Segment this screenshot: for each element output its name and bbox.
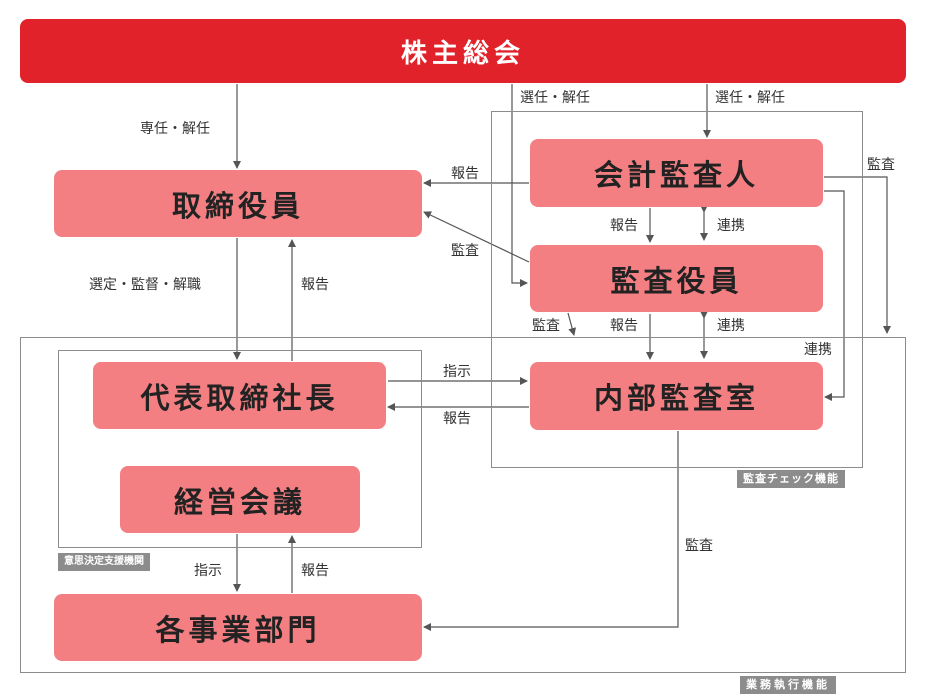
label-report-internal-president: 報告 (442, 411, 472, 427)
directors-box: 取締役員 (54, 170, 422, 237)
label-cooperate-accounting-internal: 連携 (803, 342, 833, 358)
arrow-auditors-to-directors (423, 211, 530, 263)
business-execution-frame-label: 業務執行機能 (740, 676, 836, 694)
management-meeting-box: 経営会議 (120, 466, 360, 533)
arrow-accounting-to-business-frame (824, 176, 891, 334)
accounting-auditor-box: 会計監査人 (530, 139, 823, 207)
label-report-accounting-auditors: 報告 (609, 218, 639, 234)
label-instruct-president-internal: 指示 (442, 364, 472, 380)
label-cooperate-accounting-auditors: 連携 (716, 218, 746, 234)
arrow-auditors-audit-down (567, 312, 577, 336)
audit-check-frame (491, 111, 863, 468)
arrow-internal-to-departments (423, 431, 679, 631)
business-execution-frame (20, 337, 906, 673)
label-audit-auditors-directors: 監査 (450, 243, 480, 259)
decision-support-frame-label: 意思決定支援機関 (58, 553, 150, 571)
label-report-auditors-down: 報告 (610, 318, 638, 334)
auditors-box: 監査役員 (530, 245, 823, 312)
president-box: 代表取締社長 (93, 362, 386, 429)
decision-support-frame (58, 350, 422, 548)
shareholders-meeting-box: 株主総会 (20, 19, 906, 83)
label-report-accounting-directors: 報告 (450, 166, 480, 182)
label-audit-internal-departments: 監査 (684, 538, 714, 554)
label-cooperate-auditors-internal: 連携 (717, 318, 745, 334)
arrow-shareholders-to-auditors (511, 84, 528, 287)
label-report-president-directors: 報告 (300, 277, 330, 293)
label-report-departments-meeting: 報告 (300, 563, 330, 579)
label-elect-dismiss-auditors: 選任・解任 (519, 90, 591, 106)
audit-check-frame-label: 監査チェック機能 (737, 470, 845, 488)
arrow-cooperate-accounting-internal (824, 190, 845, 401)
label-appoint-dismiss-directors: 専任・解任 (139, 121, 211, 137)
label-select-supervise-dismiss: 選定・監督・解職 (88, 277, 202, 293)
internal-audit-box: 内部監査室 (530, 362, 823, 430)
label-audit-auditors-down: 監査 (532, 318, 560, 334)
label-elect-dismiss-accounting: 選任・解任 (714, 90, 786, 106)
label-audit-outer: 監査 (866, 157, 896, 173)
label-instruct-meeting-departments: 指示 (193, 563, 223, 579)
departments-box: 各事業部門 (54, 594, 422, 661)
